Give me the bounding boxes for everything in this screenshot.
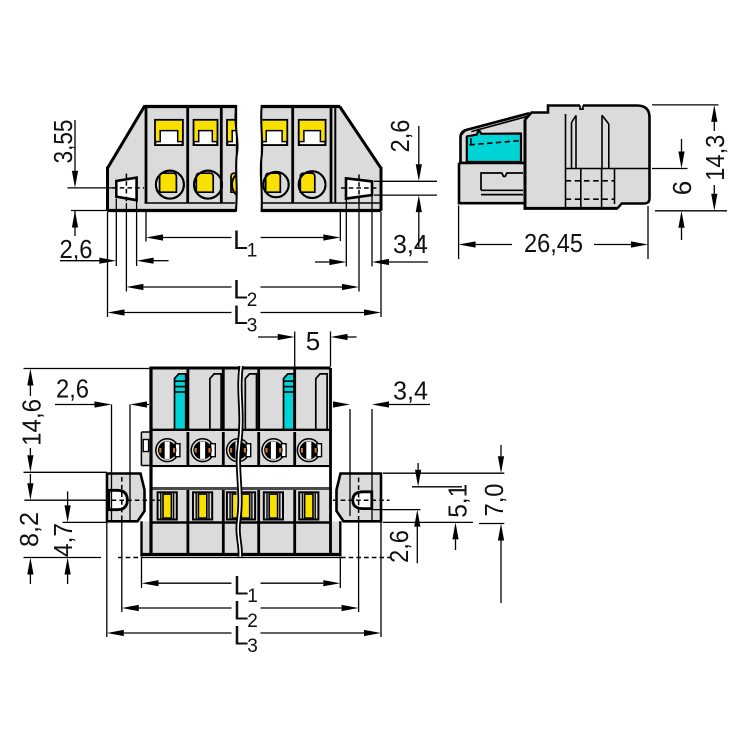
svg-text:3: 3 <box>247 316 258 337</box>
svg-text:2,6: 2,6 <box>384 530 414 563</box>
svg-text:L: L <box>233 275 248 305</box>
svg-text:L: L <box>233 300 248 330</box>
svg-text:5,1: 5,1 <box>442 484 472 518</box>
svg-text:2,6: 2,6 <box>60 234 93 264</box>
svg-text:L: L <box>233 225 248 255</box>
svg-text:2: 2 <box>247 611 258 632</box>
svg-text:L: L <box>233 596 248 626</box>
svg-text:3,55: 3,55 <box>48 120 78 164</box>
svg-text:26,45: 26,45 <box>524 228 583 258</box>
svg-text:3,4: 3,4 <box>393 229 428 259</box>
svg-text:8,2: 8,2 <box>14 512 44 547</box>
svg-text:2,6: 2,6 <box>385 120 415 153</box>
svg-text:1: 1 <box>247 241 258 262</box>
svg-text:1: 1 <box>247 586 258 607</box>
svg-text:2: 2 <box>247 290 258 311</box>
svg-text:L: L <box>233 621 248 651</box>
svg-text:2,6: 2,6 <box>56 374 89 404</box>
svg-text:6: 6 <box>667 181 697 195</box>
svg-text:3: 3 <box>247 636 258 657</box>
svg-text:14,3: 14,3 <box>700 135 730 181</box>
svg-text:5: 5 <box>306 326 320 356</box>
svg-text:3,4: 3,4 <box>393 376 428 406</box>
svg-text:4,7: 4,7 <box>48 523 78 557</box>
svg-text:L: L <box>233 571 248 601</box>
svg-text:14,6: 14,6 <box>17 399 47 446</box>
svg-text:7,0: 7,0 <box>479 484 509 517</box>
